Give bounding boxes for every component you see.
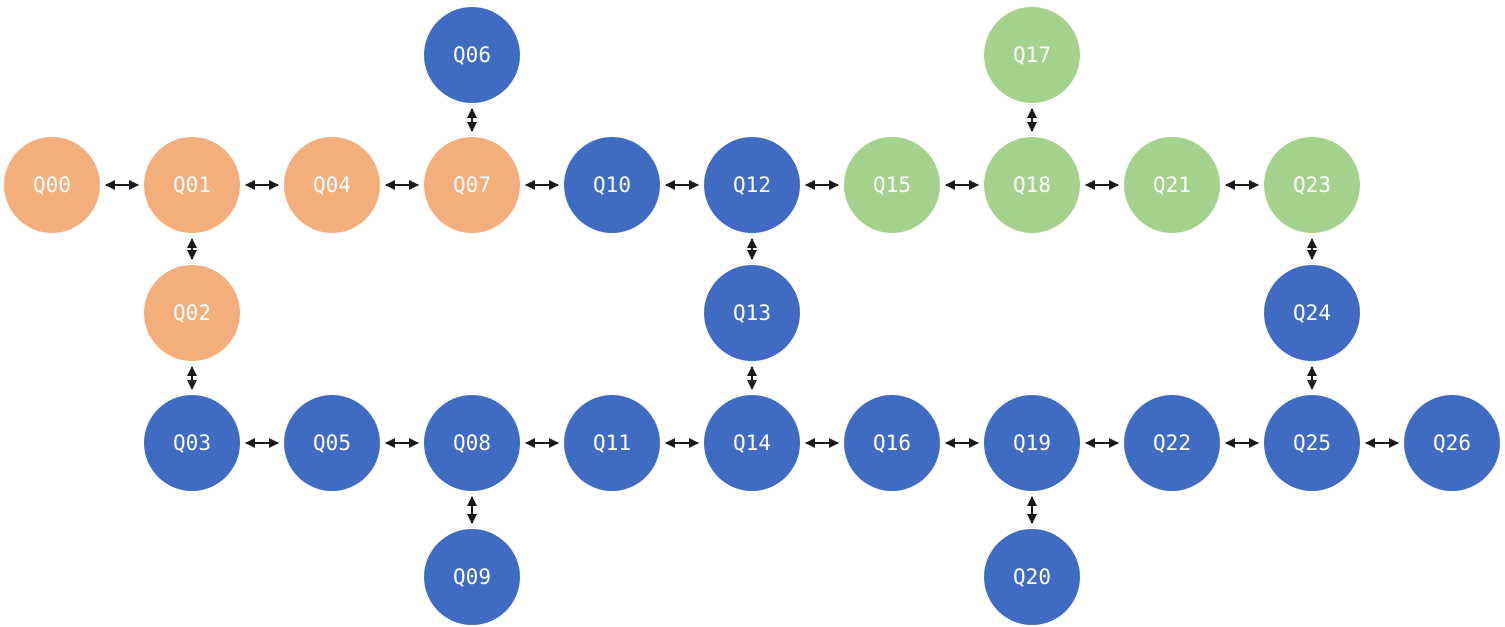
- node-q26: Q26: [1404, 395, 1500, 491]
- node-circle-q10: [564, 137, 660, 233]
- node-q13: Q13: [704, 265, 800, 361]
- node-label-q00: Q00: [33, 173, 71, 197]
- node-q22: Q22: [1124, 395, 1220, 491]
- node-label-q10: Q10: [593, 173, 631, 197]
- node-circle-q02: [144, 265, 240, 361]
- node-q24: Q24: [1264, 265, 1360, 361]
- node-circle-q17: [984, 7, 1080, 103]
- node-label-q16: Q16: [873, 431, 911, 455]
- node-q06: Q06: [424, 7, 520, 103]
- node-label-q03: Q03: [173, 431, 211, 455]
- node-circle-q20: [984, 529, 1080, 625]
- node-q01: Q01: [144, 137, 240, 233]
- node-circle-q11: [564, 395, 660, 491]
- node-label-q06: Q06: [453, 43, 491, 67]
- node-q04: Q04: [284, 137, 380, 233]
- node-circle-q15: [844, 137, 940, 233]
- node-label-q04: Q04: [313, 173, 351, 197]
- node-q10: Q10: [564, 137, 660, 233]
- edges-layer: [105, 108, 1399, 524]
- node-circle-q05: [284, 395, 380, 491]
- node-label-q18: Q18: [1013, 173, 1051, 197]
- node-circle-q09: [424, 529, 520, 625]
- node-circle-q01: [144, 137, 240, 233]
- node-circle-q16: [844, 395, 940, 491]
- node-label-q08: Q08: [453, 431, 491, 455]
- node-circle-q08: [424, 395, 520, 491]
- node-label-q20: Q20: [1013, 565, 1051, 589]
- node-label-q22: Q22: [1153, 431, 1191, 455]
- node-q17: Q17: [984, 7, 1080, 103]
- node-label-q09: Q09: [453, 565, 491, 589]
- node-label-q07: Q07: [453, 173, 491, 197]
- node-q07: Q07: [424, 137, 520, 233]
- node-circle-q23: [1264, 137, 1360, 233]
- node-label-q01: Q01: [173, 173, 211, 197]
- node-label-q12: Q12: [733, 173, 771, 197]
- node-q02: Q02: [144, 265, 240, 361]
- node-circle-q03: [144, 395, 240, 491]
- node-q05: Q05: [284, 395, 380, 491]
- node-q11: Q11: [564, 395, 660, 491]
- node-label-q24: Q24: [1293, 301, 1331, 325]
- node-circle-q13: [704, 265, 800, 361]
- node-q23: Q23: [1264, 137, 1360, 233]
- node-label-q11: Q11: [593, 431, 631, 455]
- node-q18: Q18: [984, 137, 1080, 233]
- node-circle-q18: [984, 137, 1080, 233]
- node-q00: Q00: [4, 137, 100, 233]
- node-label-q17: Q17: [1013, 43, 1051, 67]
- node-circle-q24: [1264, 265, 1360, 361]
- node-circle-q26: [1404, 395, 1500, 491]
- node-label-q21: Q21: [1153, 173, 1191, 197]
- node-label-q13: Q13: [733, 301, 771, 325]
- node-circle-q19: [984, 395, 1080, 491]
- node-circle-q12: [704, 137, 800, 233]
- node-q14: Q14: [704, 395, 800, 491]
- node-circle-q06: [424, 7, 520, 103]
- node-q21: Q21: [1124, 137, 1220, 233]
- node-q15: Q15: [844, 137, 940, 233]
- node-label-q02: Q02: [173, 301, 211, 325]
- node-circle-q07: [424, 137, 520, 233]
- node-circle-q04: [284, 137, 380, 233]
- node-circle-q14: [704, 395, 800, 491]
- node-label-q15: Q15: [873, 173, 911, 197]
- node-q09: Q09: [424, 529, 520, 625]
- node-circle-q21: [1124, 137, 1220, 233]
- node-q12: Q12: [704, 137, 800, 233]
- node-label-q23: Q23: [1293, 173, 1331, 197]
- node-q25: Q25: [1264, 395, 1360, 491]
- node-q08: Q08: [424, 395, 520, 491]
- node-q19: Q19: [984, 395, 1080, 491]
- node-label-q05: Q05: [313, 431, 351, 455]
- node-circle-q00: [4, 137, 100, 233]
- node-label-q25: Q25: [1293, 431, 1331, 455]
- node-label-q14: Q14: [733, 431, 771, 455]
- node-circle-q25: [1264, 395, 1360, 491]
- node-q20: Q20: [984, 529, 1080, 625]
- node-q03: Q03: [144, 395, 240, 491]
- node-circle-q22: [1124, 395, 1220, 491]
- node-q16: Q16: [844, 395, 940, 491]
- node-label-q19: Q19: [1013, 431, 1051, 455]
- node-label-q26: Q26: [1433, 431, 1471, 455]
